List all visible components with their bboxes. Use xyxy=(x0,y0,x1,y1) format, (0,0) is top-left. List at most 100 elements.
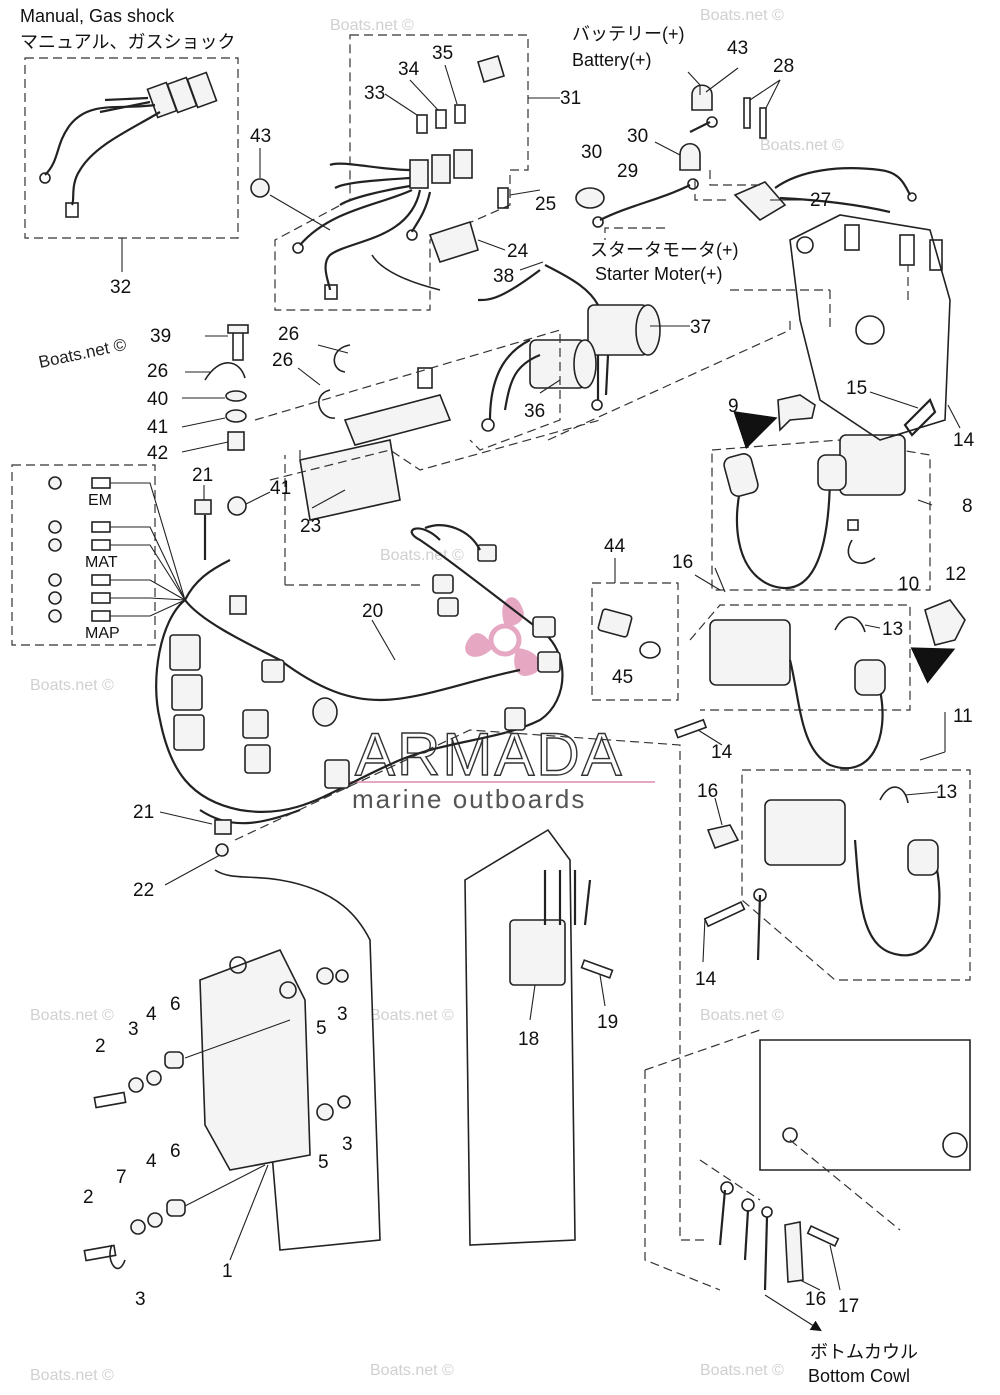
callout-4: 4 xyxy=(146,1151,157,1172)
callout-21: 21 xyxy=(133,802,154,823)
sensor-inset: EM MAT MAP xyxy=(11,464,186,646)
callout-26: 26 xyxy=(278,324,299,345)
arrow-9-icon xyxy=(733,411,778,450)
callout-12: 12 xyxy=(945,564,966,585)
sensor-44 xyxy=(591,558,679,701)
callout-numbers: 1 2 2 3 3 3 3 4 4 5 5 6 6 7 8 9 10 11 12… xyxy=(83,38,975,1317)
watermark-dark: Boats.net © xyxy=(37,335,129,372)
fastener-stack xyxy=(181,324,271,516)
callout-leaders xyxy=(297,64,961,1291)
callout-3: 3 xyxy=(128,1019,139,1040)
cowl-label-jp: ボトムカウル xyxy=(810,1342,918,1362)
callout-15: 15 xyxy=(846,378,867,399)
brand-tagline: marine outboards xyxy=(352,784,586,814)
callout-25: 25 xyxy=(535,194,556,215)
callout-18: 18 xyxy=(518,1029,539,1050)
callout-14: 14 xyxy=(711,742,733,763)
callout-43: 43 xyxy=(250,126,271,147)
callout-45: 45 xyxy=(612,667,633,688)
callout-17: 17 xyxy=(838,1296,859,1317)
callout-26: 26 xyxy=(272,350,293,371)
callout-30: 30 xyxy=(581,142,602,163)
starter-relay: バッテリー(+) Battery(+) スタータモータ(+) Starter M… xyxy=(497,24,917,284)
watermark: Boats.net © xyxy=(380,547,464,564)
callout-22: 22 xyxy=(133,880,154,901)
callout-37: 37 xyxy=(690,317,711,338)
clip-43 xyxy=(250,148,331,231)
callout-35: 35 xyxy=(432,43,453,64)
callout-30: 30 xyxy=(627,126,648,147)
callout-29: 29 xyxy=(617,161,638,182)
callout-26: 26 xyxy=(147,361,168,382)
cdi-unit xyxy=(83,869,381,1270)
watermark: Boats.net © xyxy=(30,1007,114,1024)
bracket-assembly xyxy=(254,220,601,521)
starter-label-en: Starter Moter(+) xyxy=(595,264,723,284)
callout-36: 36 xyxy=(524,401,545,422)
callout-28: 28 xyxy=(773,56,794,77)
callout-44: 44 xyxy=(604,536,626,557)
watermark: Boats.net © xyxy=(370,1362,454,1379)
callout-1: 1 xyxy=(222,1261,233,1282)
callout-27: 27 xyxy=(810,190,831,211)
callout-2: 2 xyxy=(95,1036,106,1057)
watermark: Boats.net © xyxy=(700,1007,784,1024)
wire-harness xyxy=(155,455,705,1241)
sensor-em-label: EM xyxy=(88,492,112,509)
callout-38: 38 xyxy=(493,266,514,287)
inset-title-jp: マニュアル、ガスショック xyxy=(20,32,235,52)
sensor-map-label: MAP xyxy=(85,625,120,642)
watermark: Boats.net © xyxy=(700,7,784,24)
callout-24: 24 xyxy=(507,241,529,262)
callout-4: 4 xyxy=(146,1004,157,1025)
callout-39: 39 xyxy=(150,326,171,347)
solenoids xyxy=(417,261,690,432)
callout-34: 34 xyxy=(398,59,420,80)
callout-16: 16 xyxy=(805,1289,826,1310)
callout-6: 6 xyxy=(170,994,181,1015)
callout-21: 21 xyxy=(192,465,213,486)
callout-16: 16 xyxy=(672,552,693,573)
callout-8: 8 xyxy=(962,496,973,517)
inset-manual-gas-shock: Manual, Gas shock マニュアル、ガスショック xyxy=(20,6,239,272)
engine-block xyxy=(547,214,951,441)
callout-11: 11 xyxy=(953,706,973,727)
callout-9: 9 xyxy=(728,396,739,417)
watermark: Boats.net © xyxy=(700,1362,784,1379)
arrow-12-icon xyxy=(910,647,956,684)
ground-assembly: ボトムカウル Bottom Cowl xyxy=(644,1029,971,1386)
relay-assembly xyxy=(274,34,560,311)
watermark-inline: Boats.net © xyxy=(37,335,129,372)
watermark: Boats.net © xyxy=(30,1367,114,1384)
callout-14: 14 xyxy=(953,430,975,451)
callout-13: 13 xyxy=(936,782,957,803)
callout-40: 40 xyxy=(147,389,168,410)
callout-33: 33 xyxy=(364,83,385,104)
propeller-logo-icon xyxy=(465,597,541,676)
callout-19: 19 xyxy=(597,1012,618,1033)
watermarks: Boats.net © Boats.net © Boats.net © Boat… xyxy=(30,7,844,1384)
ignition-coils xyxy=(674,394,971,981)
battery-label-jp: バッテリー(+) xyxy=(572,24,685,44)
callout-10: 10 xyxy=(898,574,919,595)
callout-5: 5 xyxy=(318,1152,329,1173)
callout-3: 3 xyxy=(135,1289,146,1310)
callout-20: 20 xyxy=(362,601,383,622)
brand-name: ARMADA xyxy=(355,721,624,788)
callout-14: 14 xyxy=(695,969,717,990)
inset-title-en: Manual, Gas shock xyxy=(20,6,175,26)
battery-label-en: Battery(+) xyxy=(572,50,652,70)
sensor-mat-label: MAT xyxy=(85,554,118,571)
callout-31: 31 xyxy=(560,88,581,109)
starter-label-jp: スタータモータ(+) xyxy=(590,240,739,260)
cowl-label-en: Bottom Cowl xyxy=(808,1366,910,1386)
callout-13: 13 xyxy=(882,619,903,640)
callout-43: 43 xyxy=(727,38,748,59)
rectifier-plate xyxy=(464,828,614,1246)
watermark: Boats.net © xyxy=(330,17,414,34)
callout-41: 41 xyxy=(270,478,291,499)
callout-3: 3 xyxy=(342,1134,353,1155)
callout-6: 6 xyxy=(170,1141,181,1162)
